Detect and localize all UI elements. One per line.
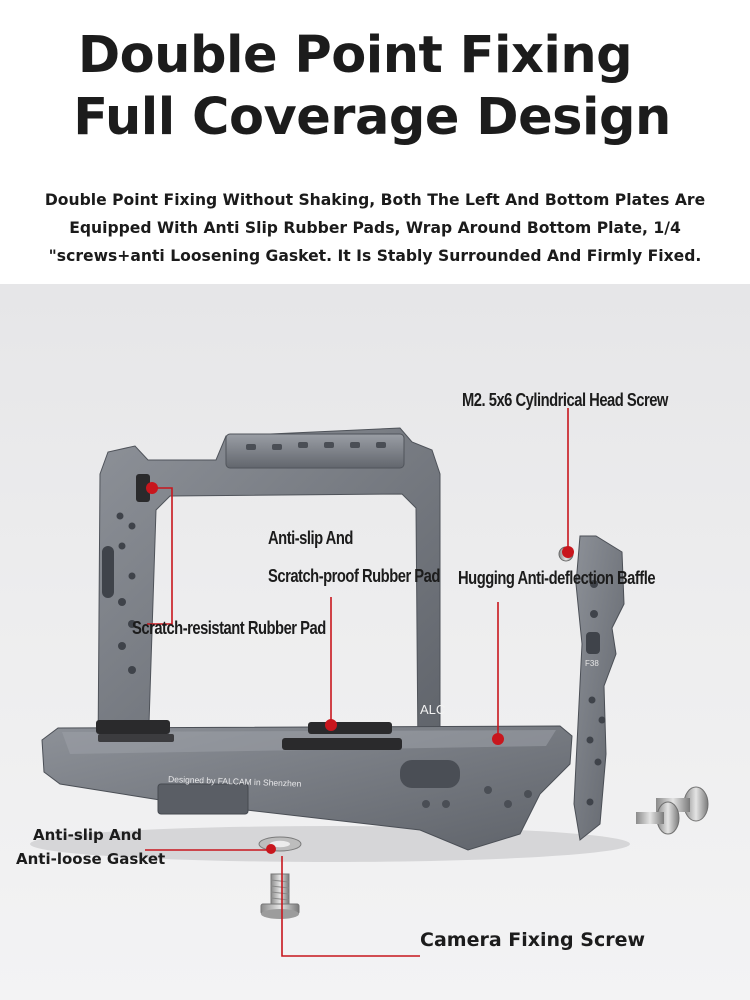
callout-dot-rubber-pad (325, 719, 337, 731)
base-plate (41, 725, 573, 851)
page-title-line-1: Double Point Fixing (77, 26, 633, 85)
camera-cage-illustration: Designed by FALCAM in Shenzhen ALC F38 (30, 408, 709, 957)
base-cutouts (400, 760, 532, 808)
left-rubber-pad (136, 474, 150, 502)
label-gasket-line-2: Anti-loose Gasket (16, 850, 166, 868)
top-plate-holes (246, 442, 386, 450)
label-baffle: Hugging Anti-deflection Baffle (458, 568, 656, 588)
callout-lines (145, 408, 569, 957)
camera-screw (260, 873, 300, 919)
callout-dot-head-screw (562, 546, 574, 558)
callout-dot-gasket (266, 844, 276, 854)
feature-description: Double Point Fixing Without Shaking, Bot… (18, 186, 732, 270)
header-section: Double Point Fixing Full Coverage Design… (0, 0, 750, 284)
product-image-area: Designed by FALCAM in Shenzhen ALC F38 (0, 284, 750, 1000)
label-camera-screw: Camera Fixing Screw (420, 929, 646, 951)
baffle-holes (586, 580, 606, 806)
label-head-screw: M2. 5x6 Cylindrical Head Screw (462, 390, 668, 410)
description-line-3: "screws+anti Loosening Gasket. It Is Sta… (48, 247, 702, 265)
label-rubber-pad-line-1: Anti-slip And (268, 528, 353, 548)
label-gasket-line-1: Anti-slip And (33, 826, 143, 844)
thumb-screws (636, 786, 709, 835)
baffle-mark: F38 (585, 659, 599, 668)
page-title-line-2: Full Coverage Design (73, 88, 671, 147)
label-scratch-pad: Scratch-resistant Rubber Pad (132, 618, 326, 638)
label-rubber-pad-line-2: Scratch-proof Rubber Pad (268, 566, 440, 586)
side-baffle (573, 535, 625, 841)
top-plate (225, 433, 405, 469)
description-line-2: Equipped With Anti Slip Rubber Pads, Wra… (69, 219, 681, 237)
brand-mark: ALC (420, 702, 445, 717)
engraving-text: Designed by FALCAM in Shenzhen (168, 774, 302, 789)
callout-dot-scratch-pad (146, 482, 158, 494)
left-post-holes (102, 512, 136, 674)
callout-dot-baffle (492, 733, 504, 745)
quick-release-block (157, 783, 249, 815)
description-line-1: Double Point Fixing Without Shaking, Bot… (44, 191, 706, 209)
